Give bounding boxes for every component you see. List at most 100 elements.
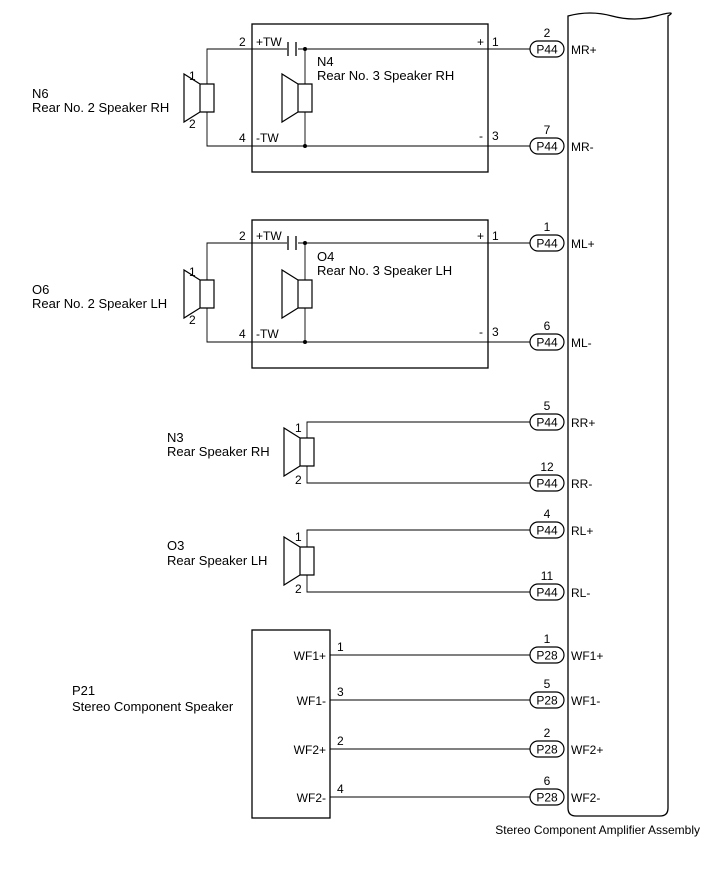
speaker-icon: [283, 535, 315, 587]
component-id: O6: [32, 282, 49, 297]
component-name: Rear Speaker RH: [167, 444, 270, 459]
wire: [206, 242, 287, 280]
connector-id: P44: [536, 140, 558, 154]
wire: [206, 308, 530, 343]
n4-box: [251, 23, 489, 173]
connector-id: P28: [536, 649, 558, 663]
pin-number: 2: [337, 734, 344, 748]
pin-number: 3: [492, 325, 499, 339]
connector-id: P44: [536, 524, 558, 538]
component-id: P21: [72, 683, 95, 698]
signal-label: WF1-: [571, 694, 600, 708]
wire: [206, 112, 530, 147]
pin-number: 1: [295, 530, 302, 544]
junction-dot: [303, 47, 307, 51]
component-name: Rear No. 3 Speaker LH: [317, 263, 452, 278]
component-name: Rear Speaker LH: [167, 553, 267, 568]
rear-speaker-rh: N3 Rear Speaker RH 1 2: [167, 421, 530, 487]
amp-pin-number: 2: [544, 726, 551, 740]
connector-pill: 11 P44 RL-: [529, 569, 590, 601]
pin-number: 2: [239, 35, 246, 49]
amp-pin-number: 2: [544, 26, 551, 40]
component-name: Rear No. 3 Speaker RH: [317, 68, 454, 83]
connector-id: P28: [536, 694, 558, 708]
signal-label: WF2+: [571, 743, 603, 757]
amp-pin-number: 7: [544, 123, 551, 137]
amp-pin-number: 1: [544, 220, 551, 234]
terminal-label: -TW: [256, 131, 279, 145]
signal-label: ML-: [571, 336, 592, 350]
pin-number: 2: [189, 117, 196, 131]
connector-id: P44: [536, 237, 558, 251]
speaker-icon: [281, 268, 313, 320]
pin-number: 1: [189, 265, 196, 279]
component-id: O4: [317, 249, 334, 264]
amp-pin-number: 1: [544, 632, 551, 646]
wire: [306, 575, 530, 593]
combo-speaker-rh: N6 Rear No. 2 Speaker RH 1 2 N4 Rear No.…: [32, 23, 530, 173]
pin-number: 4: [239, 327, 246, 341]
amp-pin-number: 6: [544, 774, 551, 788]
pin-number: 2: [295, 473, 302, 487]
pin-number: 1: [492, 229, 499, 243]
amp-pin-number: 4: [544, 507, 551, 521]
signal-label: ML+: [571, 237, 595, 251]
signal-label: MR-: [571, 140, 594, 154]
amp-pin-number: 11: [541, 569, 554, 583]
wire: [206, 48, 287, 84]
amplifier-label: Stereo Component Amplifier Assembly: [495, 823, 700, 837]
connector-pill: 6 P44 ML-: [529, 319, 592, 351]
connector-id: P28: [536, 791, 558, 805]
terminal-sign: +: [477, 229, 484, 243]
connector-pill: 4 P44 RL+: [529, 507, 593, 539]
stereo-component-speaker: P21 Stereo Component Speaker WF1+ 1 WF1-…: [72, 629, 530, 819]
component-id: O3: [167, 538, 184, 553]
component-name: Rear No. 2 Speaker LH: [32, 296, 167, 311]
speaker-icon: [283, 426, 315, 478]
pin-number: 1: [295, 421, 302, 435]
terminal-sign: +: [477, 35, 484, 49]
connector-pill: 1 P44 ML+: [529, 220, 595, 252]
terminal-label: WF1-: [297, 694, 326, 708]
connector-id: P28: [536, 743, 558, 757]
pin-number: 1: [337, 640, 344, 654]
connector-id: P44: [536, 43, 558, 57]
terminal-label: +TW: [256, 229, 282, 243]
terminal-sign: -: [479, 129, 483, 143]
connector-id: P44: [536, 477, 558, 491]
component-id: N6: [32, 86, 49, 101]
signal-label: RL+: [571, 524, 593, 538]
wire: [306, 466, 530, 484]
pin-number: 1: [492, 35, 499, 49]
junction-dot: [303, 241, 307, 245]
connector-pill: 2 P44 MR+: [529, 26, 597, 58]
rear-speaker-lh: O3 Rear Speaker LH 1 2: [167, 529, 530, 596]
pin-number: 2: [295, 582, 302, 596]
signal-label: MR+: [571, 43, 597, 57]
pin-number: 1: [189, 69, 196, 83]
wire: [306, 421, 530, 438]
terminal-label: +TW: [256, 35, 282, 49]
pin-number: 4: [239, 131, 246, 145]
amp-pin-number: 5: [544, 399, 551, 413]
component-id: N3: [167, 430, 184, 445]
terminal-label: WF2+: [294, 743, 326, 757]
connector-pill: 5 P44 RR+: [529, 399, 595, 431]
signal-label: WF2-: [571, 791, 600, 805]
connector-pill: 7 P44 MR-: [529, 123, 594, 155]
terminal-label: WF2-: [297, 791, 326, 805]
signal-label: RR+: [571, 416, 595, 430]
component-id: N4: [317, 54, 334, 69]
amp-pin-number: 12: [540, 460, 554, 474]
amplifier-body: [567, 12, 672, 817]
speaker-icon: [183, 72, 215, 124]
connector-pill: 2 P28 WF2+: [529, 726, 603, 758]
pin-number: 2: [189, 313, 196, 327]
o4-box: [251, 219, 489, 369]
pin-number: 3: [337, 685, 344, 699]
signal-label: WF1+: [571, 649, 603, 663]
pin-number: 2: [239, 229, 246, 243]
connector-pill: 6 P28 WF2-: [529, 774, 600, 806]
signal-label: RL-: [571, 586, 590, 600]
